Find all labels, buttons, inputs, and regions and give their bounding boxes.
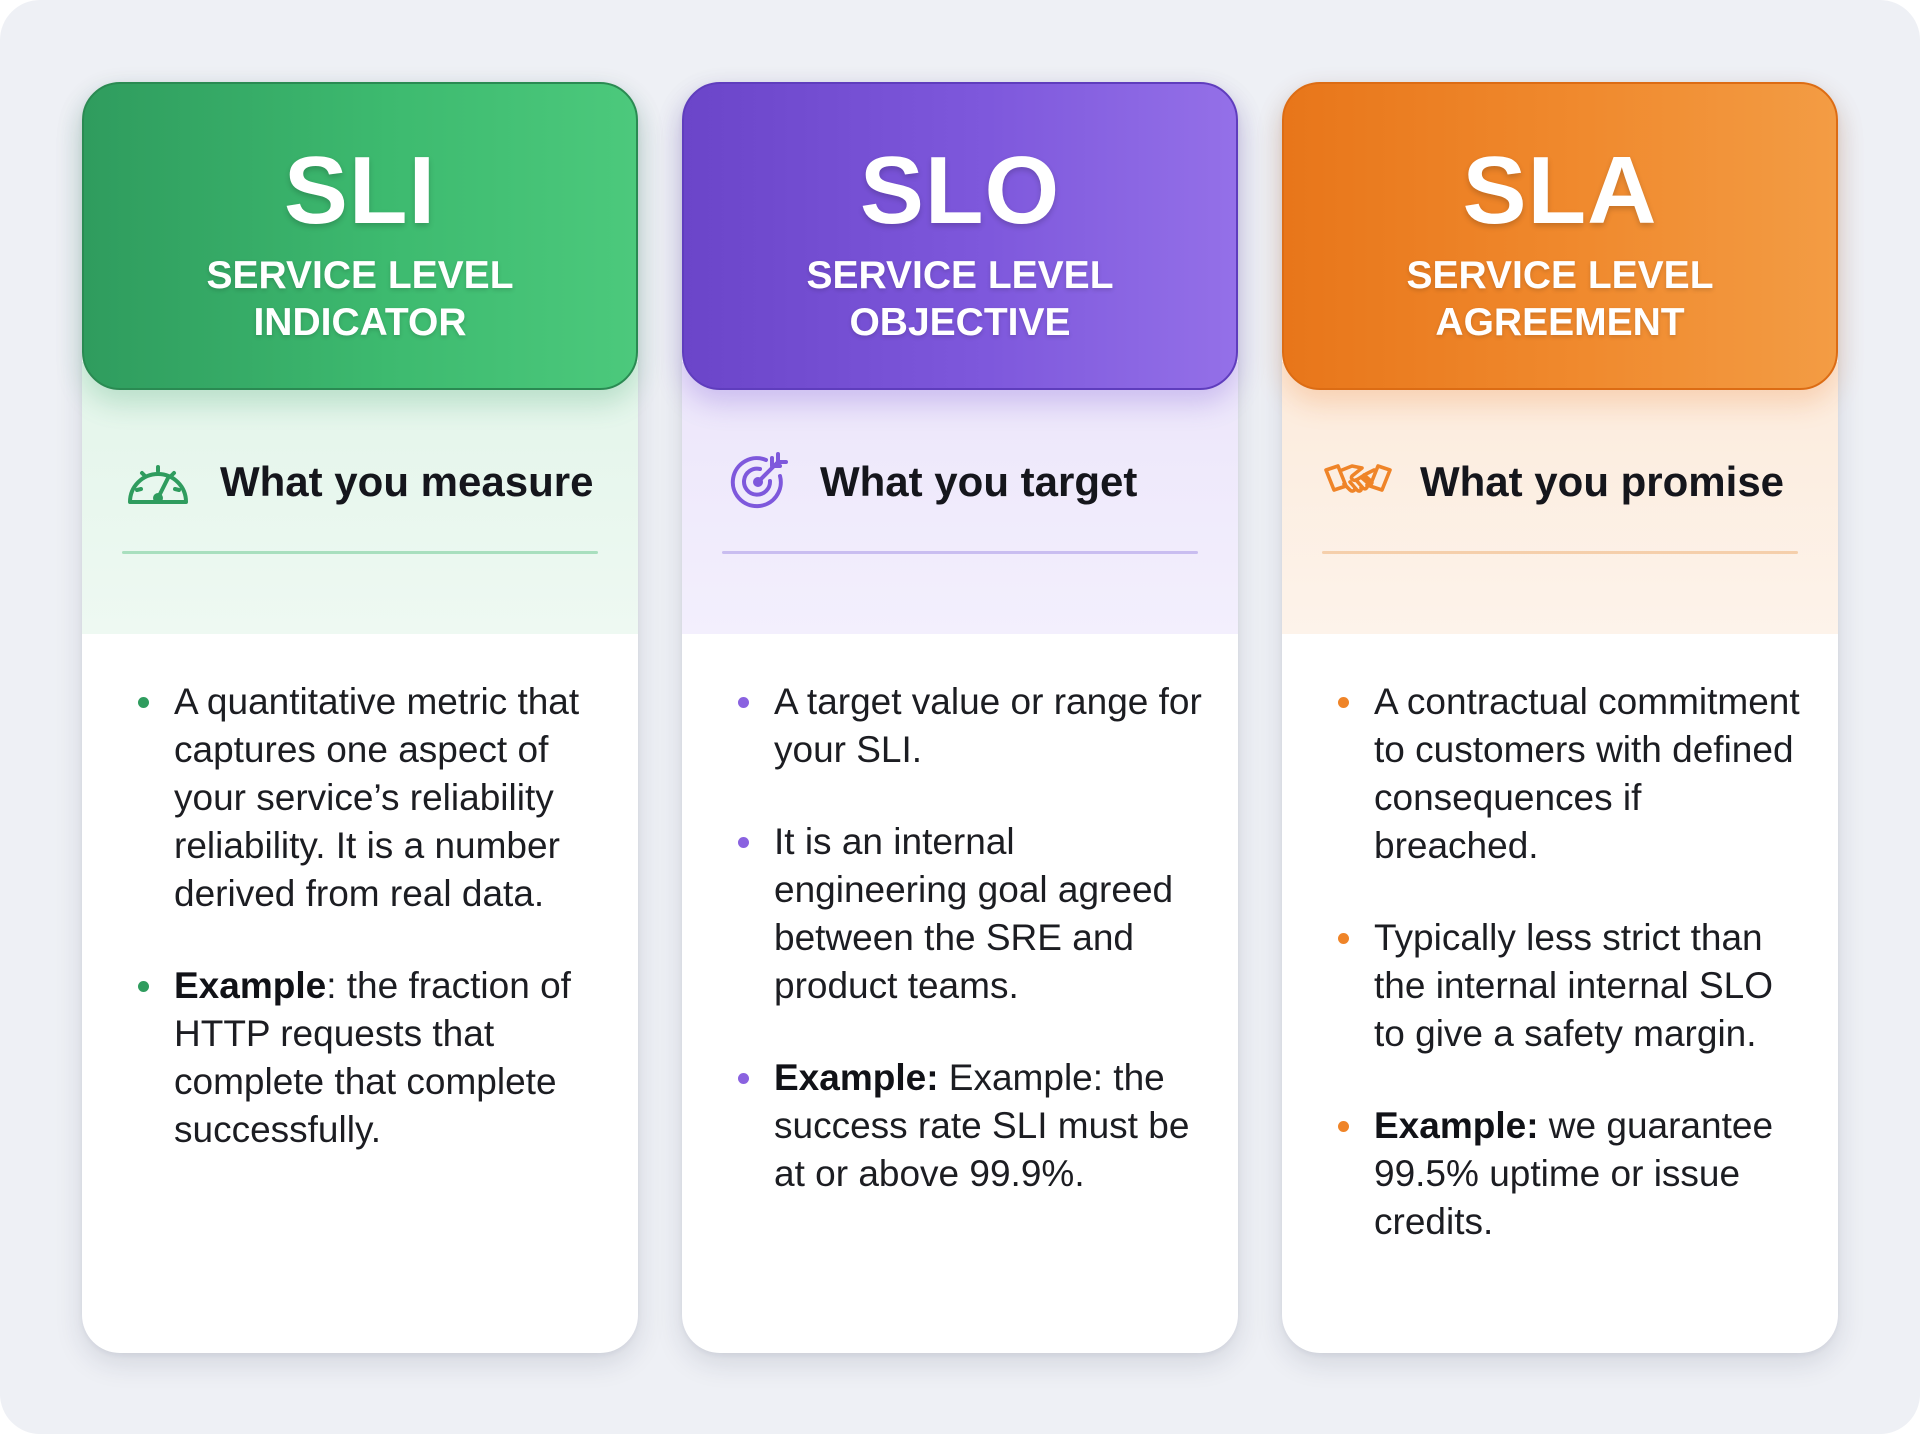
list-item: Example: Example: the success rate SLI m… xyxy=(682,1054,1238,1198)
bullet-list: A contractual commitment to customers wi… xyxy=(1282,678,1838,1290)
list-item: A target value or range for your SLI. xyxy=(682,678,1238,774)
divider xyxy=(122,551,598,554)
subhead-band xyxy=(1282,362,1838,634)
bullet-dot xyxy=(1338,697,1349,708)
bullet-dot xyxy=(738,697,749,708)
target-icon xyxy=(722,446,794,518)
divider xyxy=(722,551,1198,554)
bullet-dot xyxy=(738,837,749,848)
bullet-dot xyxy=(138,697,149,708)
list-item: Example: the fraction of HTTP requests t… xyxy=(82,962,638,1154)
card-subhead-text: What you promise xyxy=(1420,458,1785,505)
card-header: SLA SERVICE LEVEL AGREEMENT xyxy=(1282,82,1838,390)
handshake-icon xyxy=(1322,446,1394,518)
bullet-list: A quantitative metric that captures one … xyxy=(82,678,638,1198)
card-subhead: What you measure xyxy=(122,442,598,522)
card-full-name: SERVICE LEVEL OBJECTIVE xyxy=(806,254,1114,344)
bullet-text: Typically less strict than the internal … xyxy=(1374,917,1774,1054)
bullet-dot xyxy=(738,1073,749,1084)
card-acronym: SLI xyxy=(283,137,437,244)
card-subhead: What you promise xyxy=(1322,442,1798,522)
bullet-text: A target value or range for your SLI. xyxy=(774,681,1202,770)
bullet-text: A contractual commitment to customers wi… xyxy=(1374,681,1800,866)
card-slo: SLO SERVICE LEVEL OBJECTIVE What you tar… xyxy=(682,82,1238,1353)
bullet-dot xyxy=(1338,933,1349,944)
bullet-label: Example: xyxy=(774,1057,939,1098)
card-full-name: SERVICE LEVEL AGREEMENT xyxy=(1406,254,1714,344)
card-header: SLI SERVICE LEVEL INDICATOR xyxy=(82,82,638,390)
card-subhead-text: What you target xyxy=(820,458,1138,505)
speedometer-icon xyxy=(122,446,194,518)
list-item: A contractual commitment to customers wi… xyxy=(1282,678,1838,870)
divider xyxy=(1322,551,1798,554)
bullet-text: we guarantee 99.5% uptime or issue credi… xyxy=(1374,1105,1774,1242)
bullet-text: Example: the success rate SLI must be at… xyxy=(774,1057,1190,1194)
bullet-dot xyxy=(138,981,149,992)
bullet-label: Example xyxy=(174,965,327,1006)
bullet-list: A target value or range for your SLI. It… xyxy=(682,678,1238,1242)
bullet-text: : the fraction of HTTP requests that com… xyxy=(174,965,571,1150)
card-acronym: SLA xyxy=(1462,137,1658,244)
bullet-text: It is an internal engineering goal agree… xyxy=(774,821,1174,1006)
card-sla: SLA SERVICE LEVEL AGREEMENT What you pro… xyxy=(1282,82,1838,1353)
card-acronym: SLO xyxy=(859,137,1061,244)
bullet-dot xyxy=(1338,1121,1349,1132)
card-subhead-text: What you measure xyxy=(220,458,594,505)
bullet-label: Example: xyxy=(1374,1105,1539,1146)
list-item: A quantitative metric that captures one … xyxy=(82,678,638,918)
list-item: Typically less strict than the internal … xyxy=(1282,914,1838,1058)
list-item: Example: we guarantee 99.5% uptime or is… xyxy=(1282,1102,1838,1246)
subhead-band xyxy=(82,362,638,634)
bullet-text: A quantitative metric that captures one … xyxy=(174,681,580,914)
card-sli: SLI SERVICE LEVEL INDICATOR What you mea… xyxy=(82,82,638,1353)
list-item: It is an internal engineering goal agree… xyxy=(682,818,1238,1010)
card-header: SLO SERVICE LEVEL OBJECTIVE xyxy=(682,82,1238,390)
card-full-name: SERVICE LEVEL INDICATOR xyxy=(206,254,514,344)
card-subhead: What you target xyxy=(722,442,1198,522)
